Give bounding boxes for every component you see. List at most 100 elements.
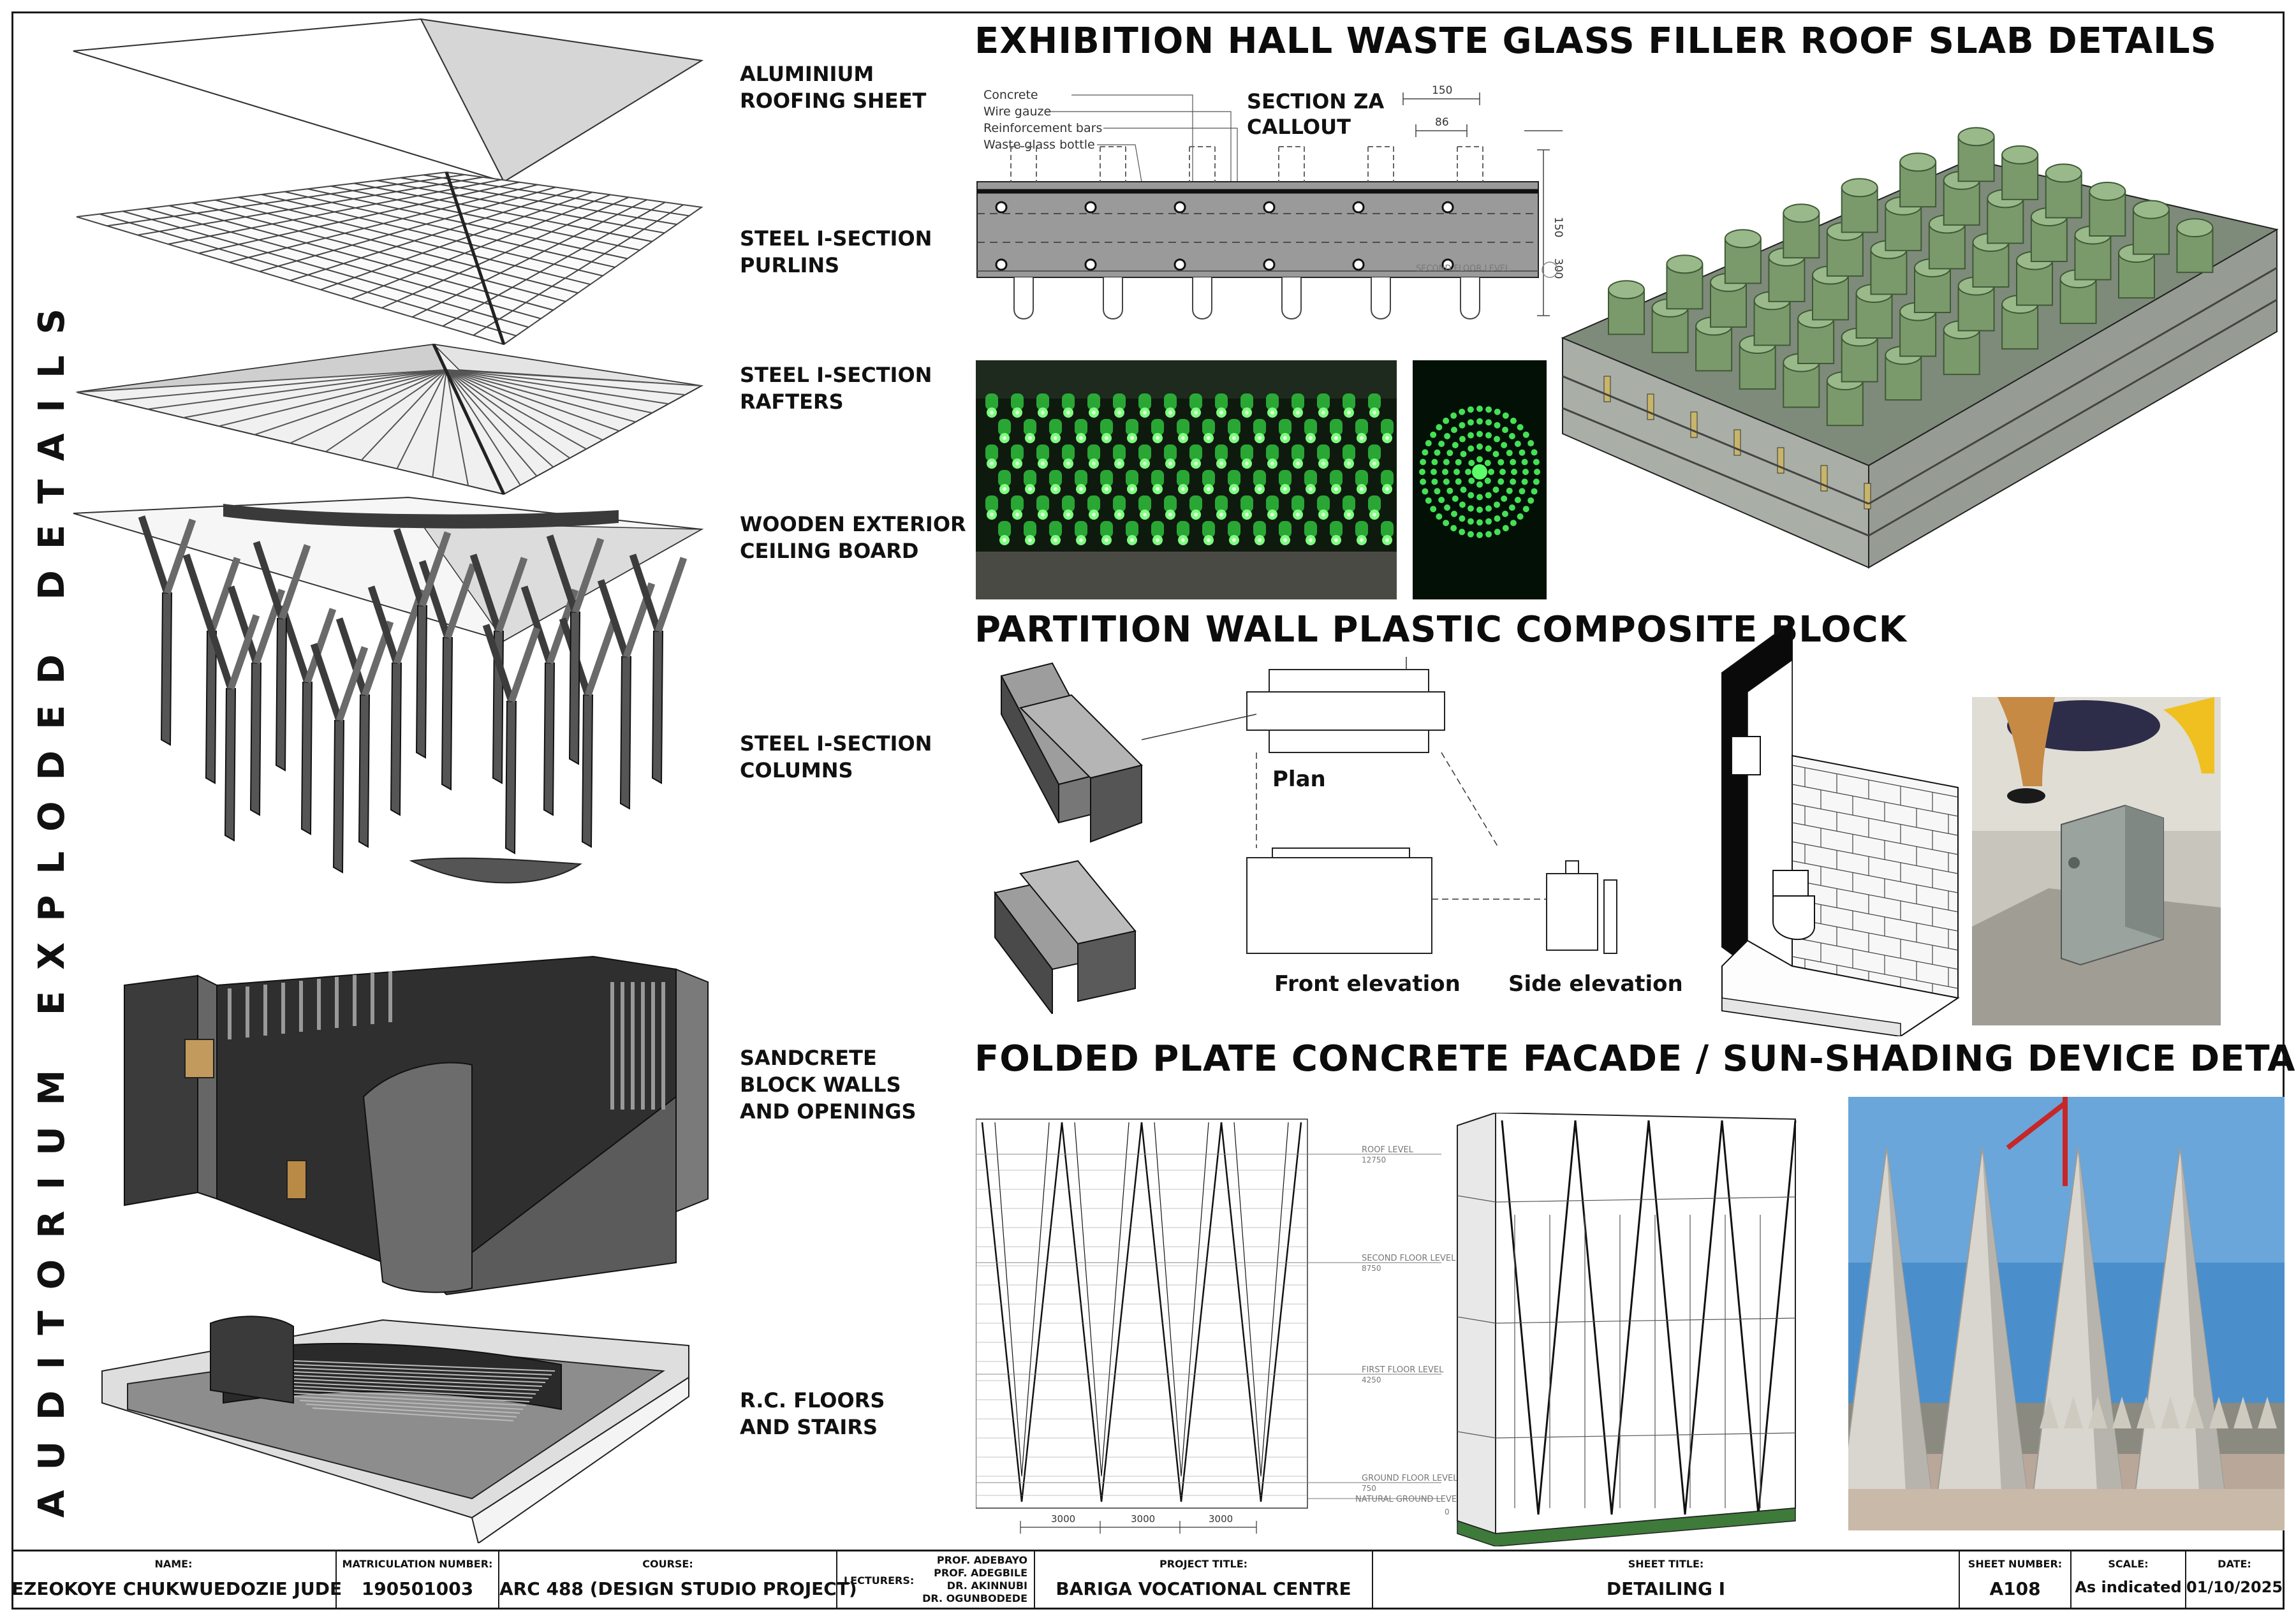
tree-column <box>482 624 541 855</box>
glowing-bottle <box>1036 495 1049 520</box>
tb-scale: As indicated <box>2075 1578 2182 1596</box>
glowing-bottle <box>1215 393 1228 418</box>
tb-matric-label: MATRICULATION NUMBER: <box>342 1558 493 1570</box>
glowing-bottle <box>1062 393 1075 418</box>
tb-sheet-title-label: SHEET TITLE: <box>1628 1558 1704 1570</box>
glowing-bottle <box>1151 521 1164 545</box>
glowing-bottle <box>1075 521 1087 545</box>
glowing-bottle <box>1075 470 1087 494</box>
tb-lecturers-cell: LECTURERS: PROF. ADEBAYO PROF. ADEGBILE … <box>837 1551 1035 1610</box>
glowing-bottle <box>1240 444 1253 469</box>
facade-perspective-drawing <box>1457 1113 1797 1546</box>
folded-plate-photo <box>1848 1097 2285 1530</box>
tree-columns-layer <box>138 515 688 874</box>
tb-lecturers-label: LECTURERS: <box>844 1574 915 1587</box>
tb-project-cell: PROJECT TITLE: BARIGA VOCATIONAL CENTRE <box>1035 1551 1373 1610</box>
glowing-bottle <box>998 419 1011 443</box>
label-side-elevation: Side elevation <box>1508 971 1683 997</box>
tree-column <box>278 605 337 835</box>
tree-column <box>418 560 477 791</box>
isometric-slab-model <box>1561 127 2279 569</box>
purlins-layer <box>76 171 703 346</box>
tree-column <box>367 585 426 816</box>
tree-column <box>629 554 688 784</box>
glowing-bottle <box>1304 419 1317 443</box>
glowing-bottle <box>985 444 998 469</box>
glowing-bottle <box>1177 470 1189 494</box>
tree-column <box>310 643 369 874</box>
glowing-bottle <box>1151 419 1164 443</box>
slab-bottle <box>1870 240 1908 295</box>
glowing-bottle <box>1279 419 1292 443</box>
tb-name-label: NAME: <box>154 1558 193 1570</box>
glowing-bottle <box>1215 495 1228 520</box>
glowing-bottle <box>1138 393 1151 418</box>
glowing-bottle <box>1279 470 1292 494</box>
glowing-bottle <box>1011 444 1024 469</box>
tb-date-label: DATE: <box>2218 1558 2251 1570</box>
glowing-bottle <box>1228 470 1240 494</box>
glowing-bottle <box>1330 419 1343 443</box>
glowing-bottle <box>1266 444 1279 469</box>
legend-glass-bottle: Waste glass bottle <box>983 138 1095 152</box>
glowing-bottle <box>1024 470 1036 494</box>
dim-3000-c: 3000 <box>1209 1513 1233 1525</box>
glowing-bottle <box>1164 393 1177 418</box>
slab-bottle <box>1899 152 1937 208</box>
tb-project-label: PROJECT TITLE: <box>1159 1558 1248 1570</box>
glowing-bottle <box>1343 495 1355 520</box>
tree-column <box>335 617 394 848</box>
glowing-bottle <box>1126 419 1138 443</box>
vertical-title-text: AUDITORIUM EXPLODED DETAILS <box>31 288 73 1518</box>
slab-bottle <box>1724 229 1762 284</box>
glowing-bottle <box>1011 495 1024 520</box>
slab-bottle <box>2118 244 2155 299</box>
glowing-bottle <box>1138 444 1151 469</box>
glowing-bottle <box>1292 495 1304 520</box>
glowing-bottle <box>1113 495 1126 520</box>
glowing-bottle <box>1087 393 1100 418</box>
glowing-bottle <box>1355 521 1368 545</box>
facade-elevation-drawing: ROOF LEVEL 12750 SECOND FLOOR LEVEL 8750… <box>976 1119 1462 1534</box>
tb-sheet-title-cell: SHEET TITLE: DETAILING I <box>1373 1551 1960 1610</box>
glowing-bottle <box>1202 419 1215 443</box>
dim-3000-a: 3000 <box>1051 1513 1075 1525</box>
glowing-bottle <box>1062 444 1075 469</box>
glowing-bottle <box>1355 419 1368 443</box>
label-walls: SANDCRETE BLOCK WALLS AND OPENINGS <box>740 1046 916 1124</box>
glowing-bottle <box>1087 495 1100 520</box>
roofing-sheet-layer <box>73 18 703 183</box>
sandcrete-walls-layer <box>124 955 709 1296</box>
glowing-bottle <box>1100 419 1113 443</box>
tb-matric: 190501003 <box>361 1578 474 1599</box>
tree-column <box>253 541 311 772</box>
slab-bottle <box>1957 127 1995 182</box>
plastic-block-photo <box>1972 697 2221 1025</box>
roof-slab-section-drawing: Concrete Wire gauze Reinforcement bars W… <box>976 84 1564 319</box>
slab-bottle <box>2001 145 2039 200</box>
slab-bottle <box>1841 178 1878 233</box>
tb-name: EZEOKOYE CHUKWUEDOZIE JUDE <box>11 1578 342 1599</box>
bottle-base-radial-photo <box>1413 360 1547 599</box>
glowing-bottle <box>1368 393 1381 418</box>
label-rafters: STEEL I-SECTION RAFTERS <box>740 363 932 414</box>
glowing-bottle <box>1317 444 1330 469</box>
glowing-bottle <box>1240 393 1253 418</box>
glowing-bottle <box>1202 521 1215 545</box>
glowing-bottle <box>1228 419 1240 443</box>
floors-stairs-layer <box>101 1316 689 1543</box>
glowing-bottle <box>1304 521 1317 545</box>
exploded-axonometric <box>73 18 709 1543</box>
glowing-bottle <box>1343 444 1355 469</box>
glowing-bottle <box>1164 495 1177 520</box>
glowing-bottle <box>1126 521 1138 545</box>
tb-lecturer-1: PROF. ADEBAYO <box>936 1554 1027 1566</box>
glowing-bottle <box>1253 521 1266 545</box>
glowing-bottle <box>1177 419 1189 443</box>
dim-150-top: 150 <box>1432 84 1452 97</box>
green-bottle-ceiling-photo <box>976 360 1397 599</box>
glowing-bottle <box>1100 470 1113 494</box>
level-natural-ground-value: 0 <box>1445 1507 1450 1516</box>
glowing-bottle <box>1304 470 1317 494</box>
label-floors-stairs: R.C. FLOORS AND STAIRS <box>740 1388 885 1439</box>
